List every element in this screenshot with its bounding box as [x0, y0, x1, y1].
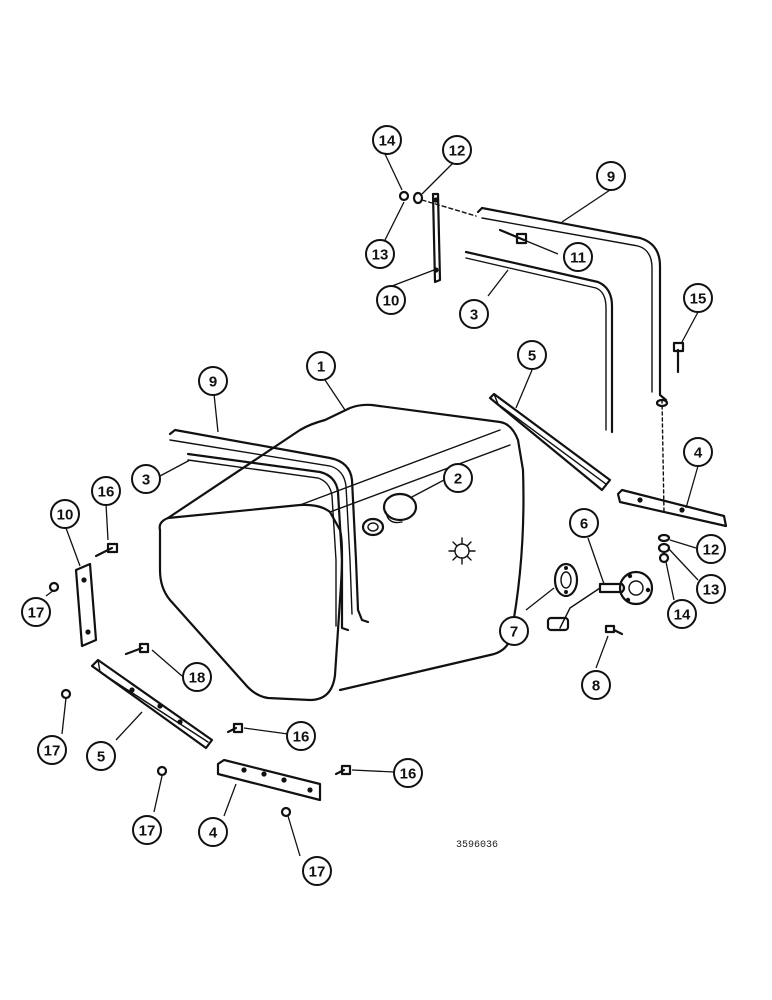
callout: 9	[198, 366, 228, 396]
callout-label: 17	[28, 605, 45, 622]
callout: 4	[683, 437, 713, 467]
callout-label: 5	[528, 348, 536, 365]
callout: 10	[50, 499, 80, 529]
callout-label: 13	[703, 582, 720, 599]
callout: 10	[376, 285, 406, 315]
callout-label: 9	[607, 169, 615, 186]
callout-label: 10	[383, 293, 400, 310]
callout: 16	[286, 721, 316, 751]
callout: 1	[306, 351, 336, 381]
bolt-15	[655, 341, 685, 513]
bracket-10-left	[48, 542, 119, 648]
callout: 4	[198, 817, 228, 847]
callout-label: 16	[400, 766, 417, 783]
hardware-upper-left	[398, 190, 477, 217]
callout: 11	[563, 242, 593, 272]
callout-label: 14	[674, 607, 691, 624]
callout: 3	[459, 299, 489, 329]
callout: 12	[696, 534, 726, 564]
angle-5-upper	[488, 392, 612, 492]
callout-label: 3	[142, 472, 150, 489]
callout: 13	[696, 574, 726, 604]
callout-label: 15	[690, 291, 707, 308]
drawing-code: 3596036	[456, 840, 498, 851]
callout: 2	[443, 463, 473, 493]
callout: 17	[132, 815, 162, 845]
fuel-sender	[546, 570, 654, 632]
callout: 15	[683, 283, 713, 313]
callout-label: 8	[592, 678, 600, 695]
gasket-7	[553, 562, 579, 598]
tank-strap-9-left	[168, 428, 370, 624]
callout: 17	[37, 735, 67, 765]
callout: 14	[372, 125, 402, 155]
angle-5-lower	[60, 642, 244, 777]
hardware-right	[657, 533, 671, 564]
callout-label: 9	[209, 374, 217, 391]
callout: 9	[596, 161, 626, 191]
callout: 17	[302, 856, 332, 886]
callout-label: 4	[209, 825, 218, 842]
bracket-4-right	[616, 488, 728, 528]
callout-label: 16	[293, 729, 310, 746]
strap-3-upper	[464, 250, 614, 434]
callout-label: 11	[570, 250, 586, 267]
sender-mount-icon	[448, 537, 476, 565]
callout-label: 14	[379, 133, 396, 150]
leader-lines	[45, 153, 699, 857]
callout-label: 1	[317, 359, 325, 376]
callout: 3	[131, 464, 161, 494]
callout: 13	[365, 239, 395, 269]
callout-label: 18	[189, 670, 206, 687]
callout-label: 10	[57, 507, 74, 524]
callout: 16	[393, 758, 423, 788]
callout: 5	[86, 741, 116, 771]
callout-label: 13	[372, 247, 389, 264]
bracket-4-lower	[216, 758, 352, 818]
screw-8	[604, 624, 624, 636]
strap-9-upper	[476, 206, 668, 402]
callout-label: 17	[309, 864, 326, 881]
tank-strap-3-left	[186, 452, 350, 632]
callout-label: 16	[98, 484, 115, 501]
callout-label: 5	[97, 749, 105, 766]
callout: 7	[499, 616, 529, 646]
callout: 17	[21, 597, 51, 627]
callout: 8	[581, 670, 611, 700]
callout: 6	[569, 508, 599, 538]
callout: 5	[517, 340, 547, 370]
callout-label: 6	[580, 516, 588, 533]
callout-label: 4	[694, 445, 703, 462]
callout-label: 3	[470, 307, 478, 324]
callout: 12	[442, 135, 472, 165]
callout: 18	[182, 662, 212, 692]
callout-label: 12	[449, 143, 466, 160]
callout-label: 17	[139, 823, 156, 840]
callout: 16	[91, 476, 121, 506]
bracket-10-upper	[431, 192, 442, 284]
callout: 14	[667, 599, 697, 629]
callout-label: 17	[44, 743, 61, 760]
filler-cap	[361, 492, 418, 537]
bolt-11	[498, 228, 528, 245]
callout-label: 2	[454, 471, 462, 488]
callout-label: 12	[703, 542, 720, 559]
callout-label: 7	[510, 624, 518, 641]
